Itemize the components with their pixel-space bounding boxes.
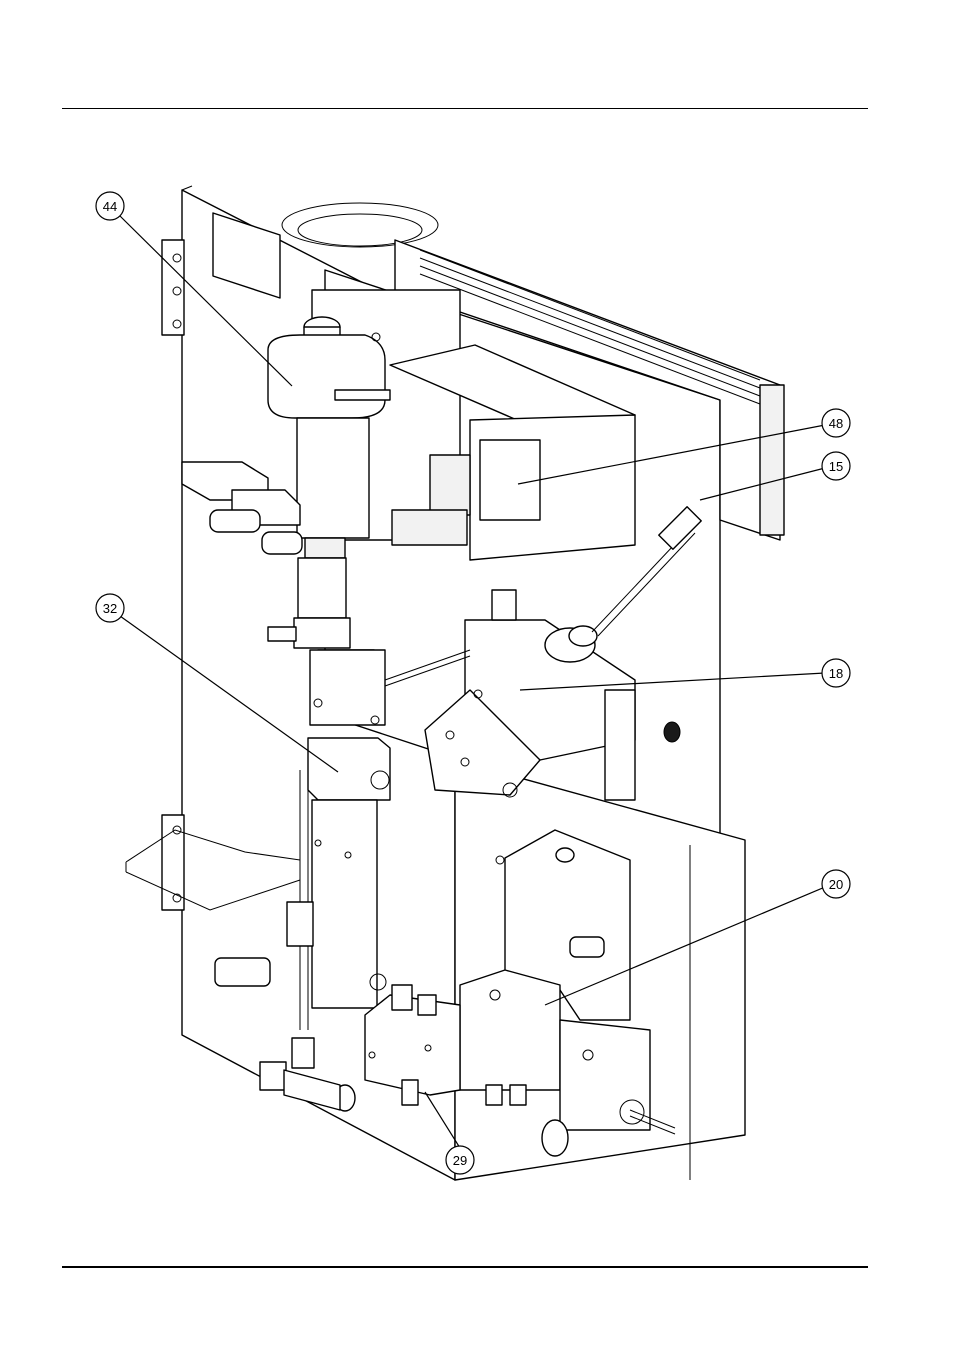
callout-15-label: 15 bbox=[829, 459, 843, 474]
callout-18-label: 18 bbox=[829, 666, 843, 681]
callout-44-label: 44 bbox=[103, 199, 117, 214]
callout-29-label: 29 bbox=[453, 1153, 467, 1168]
callout-18: 18 bbox=[822, 659, 850, 687]
callout-29: 29 bbox=[446, 1146, 474, 1174]
callout-32-label: 32 bbox=[103, 601, 117, 616]
callout-20: 20 bbox=[822, 870, 850, 898]
callout-20-label: 20 bbox=[829, 877, 843, 892]
callout-48-label: 48 bbox=[829, 416, 843, 431]
callout-48: 48 bbox=[822, 409, 850, 437]
callout-32: 32 bbox=[96, 594, 124, 622]
callout-44: 44 bbox=[96, 192, 124, 220]
callout-15: 15 bbox=[822, 452, 850, 480]
